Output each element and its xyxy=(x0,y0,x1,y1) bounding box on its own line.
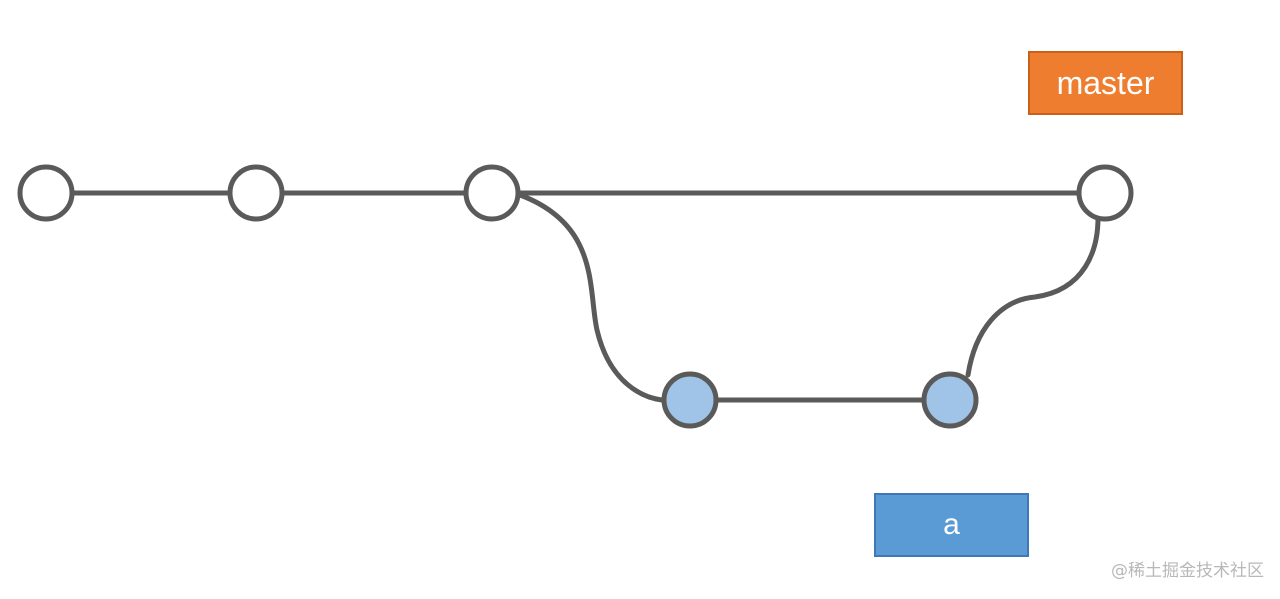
edge-branch-commit2-merge-commit xyxy=(965,215,1101,378)
branch-commit-node-2 xyxy=(921,371,979,429)
commit-node-1 xyxy=(17,164,75,222)
commit-node-3 xyxy=(463,164,521,222)
a-branch-label: a xyxy=(874,493,1029,557)
master-branch-label: master xyxy=(1028,51,1183,115)
merge-commit-node xyxy=(1076,164,1134,222)
commit-node-2 xyxy=(227,164,285,222)
edge-commit3-branch-commit1 xyxy=(517,192,665,403)
watermark: @稀土掘金技术社区 xyxy=(1111,561,1264,581)
branch-commit-node-1 xyxy=(661,371,719,429)
